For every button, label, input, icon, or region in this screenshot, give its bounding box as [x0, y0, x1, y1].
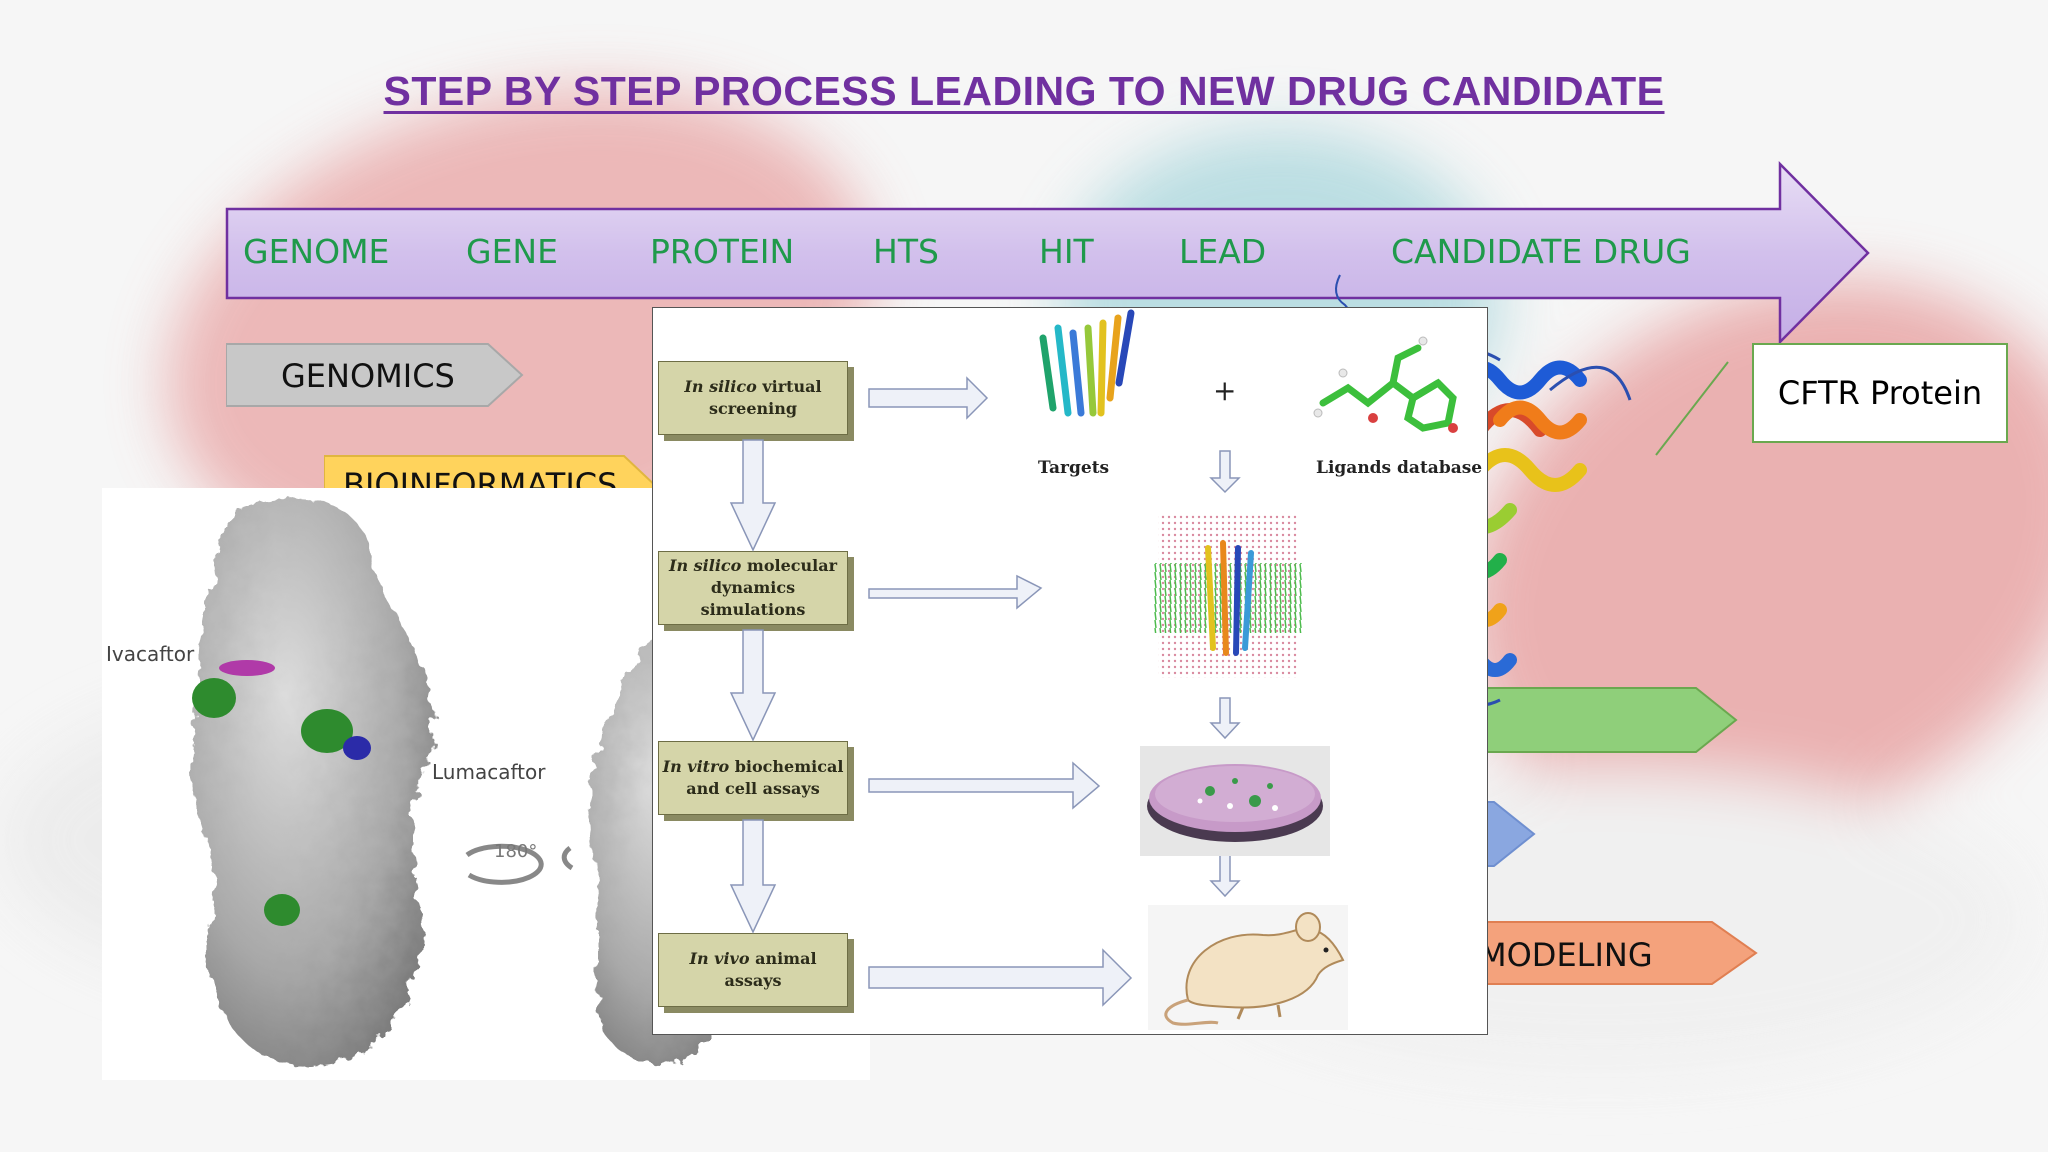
drug-discovery-workflow-panel: In silico virtual screening In silico mo…: [652, 307, 1488, 1035]
ligands-image: [1313, 336, 1458, 433]
slide-title: STEP BY STEP PROCESS LEADING TO NEW DRUG…: [383, 68, 1665, 114]
genomics-tag-shape: [226, 343, 524, 407]
petri-dish-image: [1140, 746, 1330, 856]
workflow-step-in-vivo-assays: In vivo animal assays: [658, 933, 848, 1007]
genomics-tag: GENOMICS: [281, 357, 455, 395]
modeling-tag-shape: [1440, 921, 1758, 985]
stage-candidate-drug: CANDIDATE DRUG: [1391, 232, 1691, 271]
lumacaftor-label: Lumacaftor: [432, 760, 546, 784]
stage-gene: GENE: [466, 232, 558, 271]
step-1-text: virtual screening: [708, 377, 822, 418]
targets-image: [1039, 309, 1135, 417]
workflow-arrows: [729, 376, 1241, 1007]
step-3-text: biochemical and cell assays: [686, 757, 844, 798]
targets-label: Targets: [1038, 458, 1110, 478]
mouse-image: [1148, 905, 1348, 1030]
process-arrow: [225, 160, 1870, 346]
step-2-text: molecular dynamics simulations: [700, 556, 838, 619]
step-3-emphasis: In vitro: [662, 757, 730, 776]
step-4-emphasis: In vivo: [689, 949, 750, 968]
ivacaftor-label: Ivacaftor: [106, 642, 195, 666]
bioinformatics-tag: BIOINFORMATICS: [343, 466, 618, 490]
stage-protein: PROTEIN: [650, 232, 795, 271]
green-tag-shape: [1440, 687, 1738, 753]
rotation-label: 180°: [494, 841, 538, 862]
stage-hit: HIT: [1039, 232, 1094, 271]
cftr-connector-line: [1655, 361, 1729, 456]
stage-lead: LEAD: [1179, 232, 1267, 271]
plus-sign: +: [1213, 374, 1237, 407]
modeling-tag: MODELING: [1479, 936, 1653, 974]
stage-genome: GENOME: [243, 232, 390, 271]
workflow-step-virtual-screening: In silico virtual screening: [658, 361, 848, 435]
step-1-emphasis: In silico: [684, 377, 757, 396]
step-4-text: animal assays: [724, 949, 817, 990]
workflow-step-in-vitro-assays: In vitro biochemical and cell assays: [658, 741, 848, 815]
ligands-database-label: Ligands database: [1316, 458, 1483, 478]
stage-hts: HTS: [873, 232, 939, 271]
cftr-protein-label: CFTR Protein: [1752, 343, 2008, 443]
md-simulation-image: [1153, 513, 1303, 678]
step-2-emphasis: In silico: [668, 556, 742, 575]
